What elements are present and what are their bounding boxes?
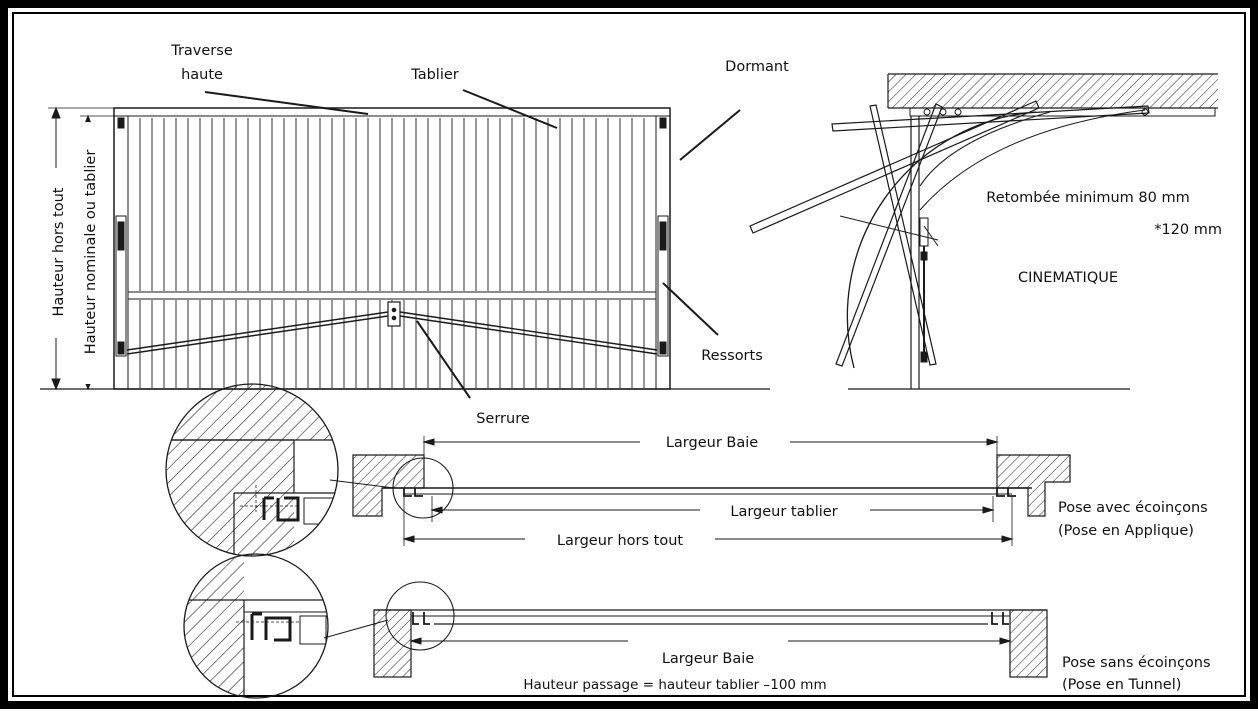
label-hauteur-hors-tout: Hauteur hors tout [51,187,67,316]
label-pose-sans: Pose sans écoinçons [1062,655,1211,671]
kinematics-diagram [749,73,1218,390]
plan-applique [329,454,1071,519]
label-haute: haute [181,67,223,83]
label-largeur-baie-bottom: Largeur Baie [662,651,754,667]
label-largeur-tablier: Largeur tablier [730,504,837,520]
label-largeur-baie-top: Largeur Baie [666,435,758,451]
label-pose-avec: Pose avec écoinçons [1058,500,1208,516]
label-retombee: Retombée minimum 80 mm [986,190,1189,206]
label-mask-1 [42,168,70,338]
label-hauteur-nominale: Hauteur nominale ou tablier [83,150,99,355]
label-ressorts: Ressorts [701,348,763,364]
label-mask-2 [74,122,102,384]
label-largeur-hors-tout: Largeur hors tout [557,533,683,549]
label-traverse: Traverse [170,43,233,59]
plan-tunnel [323,581,1048,678]
label-dormant: Dormant [725,59,789,75]
leader-lines [204,89,741,399]
label-serrure: Serrure [476,411,530,427]
label-cinematique: CINEMATIQUE [1018,270,1118,286]
label-hauteur-passage: Hauteur passage = hauteur tablier –100 m… [523,677,826,693]
label-pose-tunnel: (Pose en Tunnel) [1062,677,1181,693]
dim-mask-3 [525,529,715,549]
detail-tunnel [183,553,329,699]
dim-mask-2 [700,500,870,520]
dim-mask-4 [628,630,788,652]
dim-mask-1 [640,432,790,452]
label-tablier: Tablier [410,67,459,83]
label-retombee-alt: *120 mm [1154,222,1222,238]
door-elevation [40,107,770,390]
inner-frame [12,12,1246,697]
label-pose-applique: (Pose en Applique) [1058,523,1194,539]
detail-applique [165,383,339,557]
